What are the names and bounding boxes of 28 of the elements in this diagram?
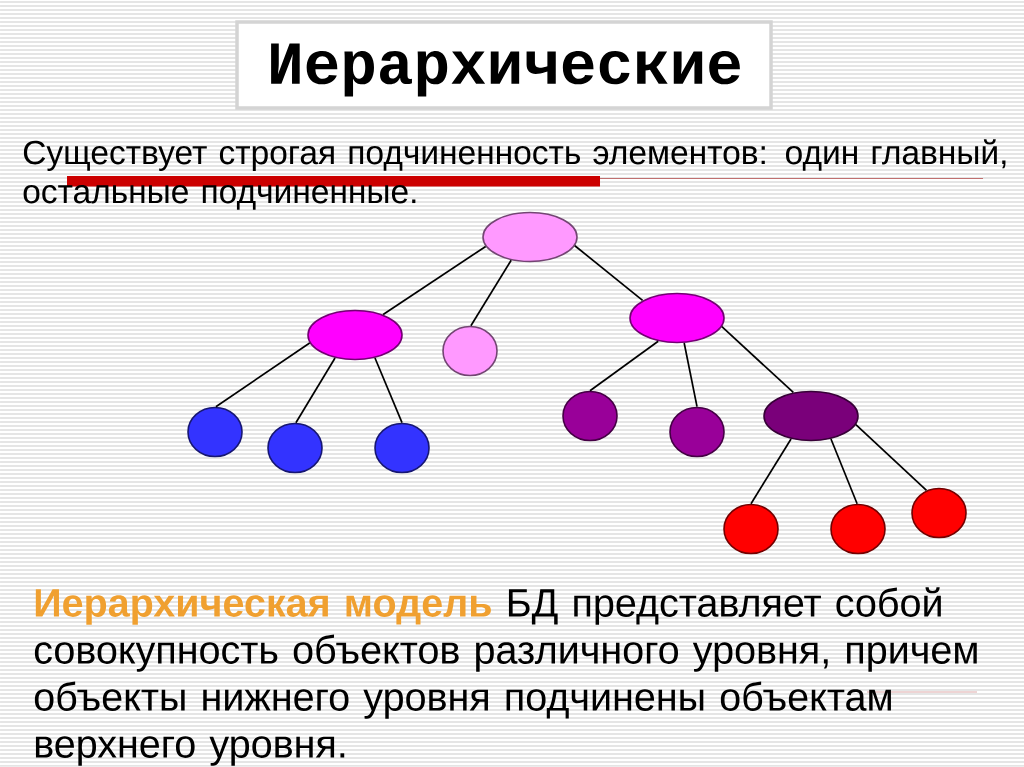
circle-node — [267, 422, 323, 474]
connector-line — [750, 438, 792, 505]
circle-node — [442, 325, 498, 377]
ellipse-node — [307, 309, 403, 361]
ellipse-node — [763, 390, 859, 442]
circle-node — [669, 406, 725, 458]
connector-line — [830, 438, 858, 505]
connector-line — [374, 357, 403, 424]
connector-line — [574, 244, 644, 302]
connector-line — [470, 259, 513, 327]
circle-node — [830, 503, 886, 555]
ellipse-node — [482, 211, 578, 263]
ellipse-node — [629, 292, 725, 344]
connector-line — [589, 340, 660, 392]
circle-node — [562, 390, 618, 442]
connector-line — [721, 325, 795, 394]
title-box: Иерархические — [235, 20, 773, 110]
connector-line — [855, 423, 928, 492]
connector-line — [683, 342, 698, 408]
circle-node — [374, 422, 430, 474]
connector-line — [215, 342, 311, 408]
circle-node — [723, 503, 779, 555]
connector-line — [295, 357, 336, 424]
circle-node — [187, 406, 243, 458]
circle-node — [911, 487, 967, 539]
body-text: Иерархическая модель БД представляет собой совокупность объектов различного уровня, причем объекты нижнего уровня подчинены объектам верхнего уровня. — [34, 587, 978, 766]
subtitle-text: Существует строгая подчиненность элементов: один главный, остальные подчиненные. — [23, 139, 1006, 210]
connector-line — [382, 245, 487, 316]
